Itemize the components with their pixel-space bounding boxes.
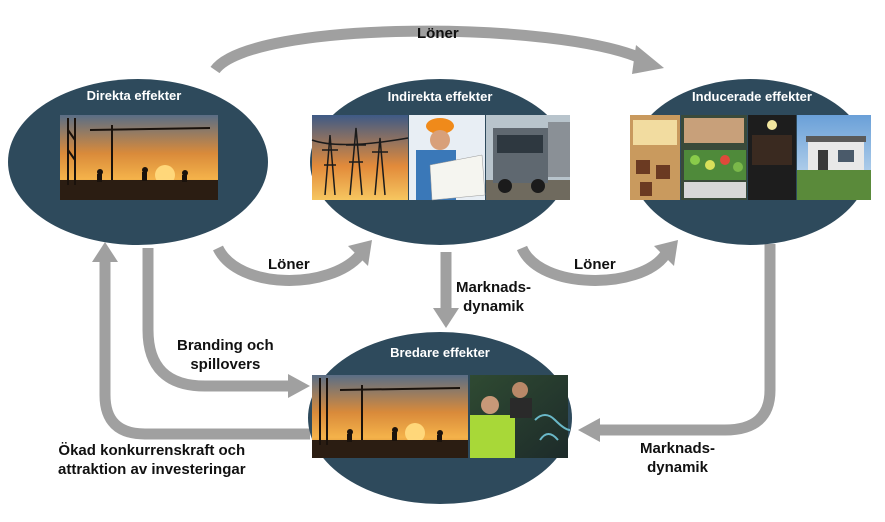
photo-house-grocery-dark (748, 115, 796, 200)
arrowhead-branding (288, 374, 310, 398)
arrowhead-marknads-center (433, 308, 459, 328)
arrowhead-mid-loner-left (348, 240, 372, 266)
photo-truck (486, 115, 570, 200)
photo-power-lines (311, 115, 409, 200)
photo-restaurant (630, 115, 680, 200)
node-title-bredare: Bredare effekter (390, 345, 490, 360)
arrow-mid-loner-right (516, 245, 670, 286)
label-okad-line1: Ökad konkurrenskraft och (58, 442, 246, 459)
photo-students-workshop (470, 375, 571, 458)
photo-grocery (681, 115, 747, 200)
arrowhead-mid-loner-right (654, 240, 678, 266)
label-branding-line1: Branding och (177, 337, 274, 354)
arrowhead-top-loner (632, 45, 664, 74)
label-marknads-center: Marknads- dynamik (456, 278, 531, 316)
photo-construction-bredare (312, 375, 468, 458)
label-marknads-center-line1: Marknads- (456, 279, 532, 296)
photo-house (797, 115, 871, 200)
photo-engineer (409, 115, 486, 201)
label-branding: Branding och spillovers (177, 336, 274, 374)
node-title-indirekta: Indirekta effekter (387, 89, 493, 104)
arrowhead-marknads-right (578, 418, 600, 442)
label-mid-loner-left: Löner (268, 256, 310, 273)
node-title-inducerade: Inducerade effekter (692, 89, 812, 104)
label-marknads-right-line2: dynamik (647, 459, 708, 476)
label-okad: Ökad konkurrenskraft och attraktion av i… (58, 441, 246, 479)
node-title-direkta: Direkta effekter (86, 88, 182, 103)
photo-construction-direkta (60, 115, 218, 200)
label-okad-line2: attraktion av investeringar (58, 461, 246, 478)
label-mid-loner-right: Löner (574, 256, 616, 273)
label-branding-line2: spillovers (190, 356, 261, 373)
arrow-top-loner (210, 25, 648, 74)
arrow-okad (99, 262, 310, 440)
label-top-loner: Löner (417, 25, 459, 42)
arrow-mid-loner-left (213, 245, 365, 286)
arrow-marknads-right (600, 244, 776, 436)
arrowhead-okad (92, 242, 118, 262)
arrow-branding (142, 248, 290, 392)
label-marknads-center-line2: dynamik (463, 298, 524, 315)
label-marknads-right-line1: Marknads- (640, 440, 716, 457)
label-marknads-right: Marknads- dynamik (640, 439, 715, 477)
